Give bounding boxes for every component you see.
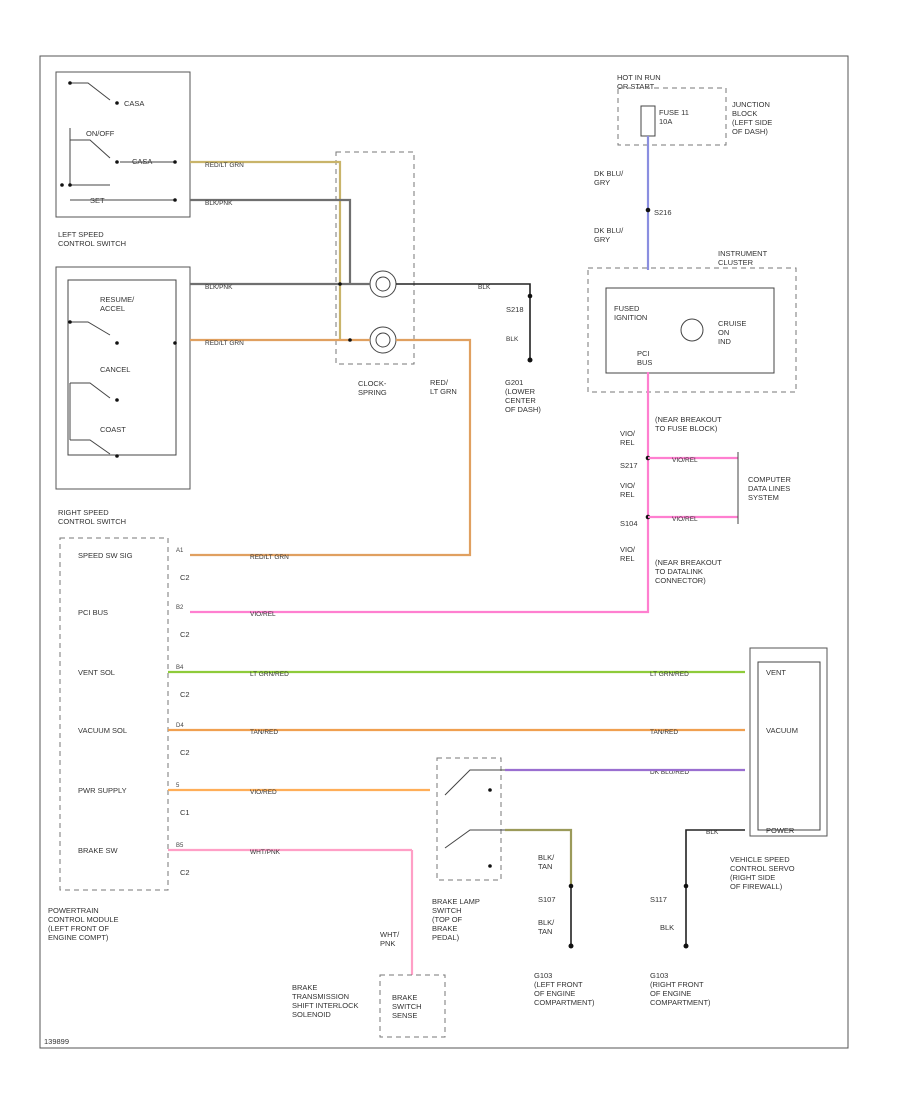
pcm-pin-name: BRAKE SW — [78, 846, 119, 855]
red-lt-grn-label: RED/LT GRN — [430, 378, 457, 396]
pcm-wire-label: LT GRN/RED — [250, 671, 289, 678]
vio-rel-3: VIO/REL — [620, 545, 636, 563]
clockspring: CLOCK-SPRING — [335, 151, 415, 397]
splice-s216: S216 — [654, 208, 672, 217]
pcm-wire-label: VIO/RED — [250, 789, 277, 796]
servo-wire-label: DK BLU/RED — [650, 769, 689, 776]
wire-label-1: RED/LT GRN — [205, 162, 244, 169]
pcm-wire-label: VIO/REL — [250, 611, 276, 618]
wire-label-6: BLK — [506, 336, 519, 343]
servo-pin: VACUUM — [766, 726, 798, 735]
pcm-pin-connector: C1 — [180, 808, 190, 817]
right-switch-contact-1: RESUME/ACCEL — [100, 295, 135, 313]
upper-wires: RED/LT GRN BLK/PNK BLK/PNK RED/LT GRN BL… — [190, 160, 541, 557]
splice-s217: S217 — [620, 461, 638, 470]
pcm-pin-name: VENT SOL — [78, 668, 115, 677]
pcm-pin-connector: C2 — [180, 690, 190, 699]
wire-label-3: BLK/PNK — [205, 284, 233, 291]
servo-pin: VENT — [766, 668, 786, 677]
right-switch-contact-2: CANCEL — [100, 365, 130, 374]
wire-label-5: BLK — [478, 284, 491, 291]
pcm-pin-name: VACUUM SOL — [78, 726, 127, 735]
splice-s117: S117 — [650, 895, 667, 904]
splice-s104: S104 — [620, 519, 638, 528]
servo-wire-label: TAN/RED — [650, 729, 678, 736]
pcm-wire-label: TAN/RED — [250, 729, 278, 736]
blk-right: BLK — [660, 923, 674, 932]
wht-pnk-label: WHT/PNK — [380, 930, 400, 948]
left-switch-contact-1: CASA — [124, 99, 144, 108]
dk-blu-gry-2: DK BLU/GRY — [594, 226, 624, 244]
pcm-wire-label: WHT/PNK — [250, 849, 281, 856]
blk-tan-2: BLK/TAN — [538, 918, 555, 936]
pcm-pin-number: B5 — [176, 843, 184, 849]
pcm-wire-label: RED/LT GRN — [250, 554, 289, 561]
pcm-pin-number: B2 — [176, 605, 184, 611]
left-switch-contact-2: ON/OFF — [86, 129, 115, 138]
servo-wire-label: LT GRN/RED — [650, 671, 689, 678]
servo-pin: POWER — [766, 826, 795, 835]
pcm-pin-number: B4 — [176, 665, 184, 671]
wire-label-2: BLK/PNK — [205, 200, 233, 207]
pcm-pin-connector: C2 — [180, 573, 190, 582]
splice-s107: S107 — [538, 895, 556, 904]
svg-text:VIO/REL: VIO/REL — [672, 516, 698, 523]
pcm-pin-name: PWR SUPPLY — [78, 786, 127, 795]
dk-blu-gry-1: DK BLU/GRY — [594, 169, 624, 187]
pcm-pin-name: SPEED SW SIG — [78, 551, 133, 560]
footer-code: 139899 — [44, 1037, 69, 1046]
vio-rel-2: VIO/REL — [620, 481, 636, 499]
diagram-frame — [39, 55, 849, 1049]
splice-s218: S218 — [506, 305, 524, 314]
wire-label-4: RED/LT GRN — [205, 340, 244, 347]
svg-text:VIO/REL: VIO/REL — [672, 457, 698, 464]
pcm-pin-connector: C2 — [180, 630, 190, 639]
vio-rel-1: VIO/REL — [620, 429, 636, 447]
pcm-pin-connector: C2 — [180, 748, 190, 757]
pcm-pin-number: A1 — [176, 548, 184, 554]
pcm-pin-name: PCI BUS — [78, 608, 108, 617]
right-switch-contact-3: COAST — [100, 425, 126, 434]
servo-wire-label: BLK — [706, 829, 719, 836]
pcm-pin-number: D4 — [176, 723, 184, 729]
pcm-pin-number: 5 — [176, 783, 180, 789]
blk-tan-1: BLK/TAN — [538, 853, 555, 871]
pcm-pin-connector: C2 — [180, 868, 190, 877]
clockspring-label: CLOCK-SPRING — [358, 379, 387, 397]
